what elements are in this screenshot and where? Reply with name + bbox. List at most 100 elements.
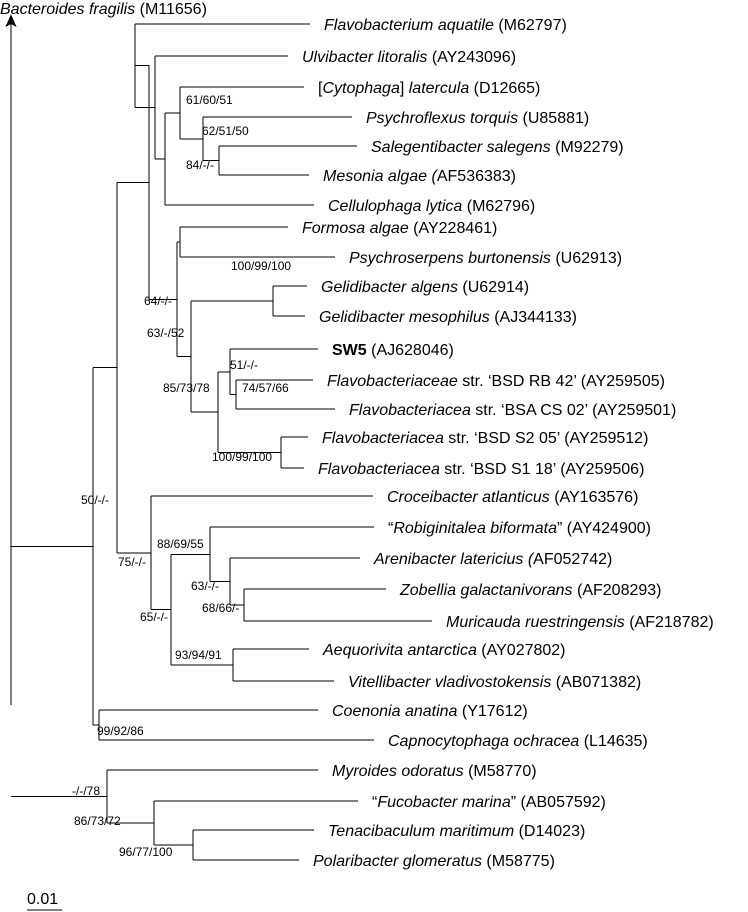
taxon-label-t25: Capnocytophaga ochracea (L14635) — [388, 733, 648, 750]
taxon-label-t15: Flavobacteriacea str. ‘BSD S2 05’ (AY259… — [322, 430, 648, 447]
taxon-label-t16: Flavobacteriacea str. ‘BSD S1 18’ (AY259… — [318, 461, 644, 478]
taxon-label-part: ” (AY424900) — [557, 520, 651, 537]
bootstrap-value-b20: 86/73/72 — [74, 814, 121, 828]
bootstrap-value-b11: 50/-/- — [81, 493, 109, 507]
bootstrap-value-b17: 93/94/91 — [175, 648, 222, 662]
taxon-label-part: (Y17612) — [457, 703, 527, 720]
bootstrap-value-b9: 85/73/78 — [163, 381, 210, 395]
taxon-label-t2: Ulvibacter litoralis (AY243096) — [302, 49, 516, 66]
bootstrap-value-b5: 64/-/- — [144, 294, 172, 308]
taxon-label-t21: Muricauda ruestringensis (AF218782) — [446, 614, 714, 631]
root-taxon-label: Bacteroides fragilis (M11656) — [0, 1, 207, 18]
bootstrap-value-b4: 100/99/100 — [231, 259, 291, 273]
taxon-label-part: Croceibacter atlanticus — [387, 489, 550, 506]
bootstrap-value-b15: 68/66/- — [202, 601, 239, 615]
taxon-label-part: str. ‘BSD S1 18’ (AY259506) — [440, 461, 645, 478]
taxon-label-part: (AF218782) — [625, 614, 714, 631]
bootstrap-value-b2: 62/51/50 — [202, 124, 249, 138]
root-taxon-accession: (M11656) — [135, 1, 207, 18]
taxon-label-t29: Polaribacter glomeratus (M58775) — [313, 853, 555, 870]
taxon-label-part: (M92279) — [551, 139, 624, 156]
taxon-label-part: [ — [318, 80, 323, 97]
taxon-label-t18: “Robiginitalea biformata” (AY424900) — [388, 520, 651, 537]
taxon-label-part: Formosa algae — [302, 220, 409, 237]
taxon-label-part: Muricauda ruestringensis — [446, 614, 625, 631]
tree-branches — [11, 23, 432, 861]
taxon-label-part: Flavobacteriacea — [318, 461, 440, 478]
taxon-label-part: str. ‘BSA CS 02’ (AY259501) — [471, 402, 676, 419]
taxon-label-part: (M58770) — [464, 763, 537, 780]
taxon-label-part: Flavobacteriaceae — [327, 373, 458, 390]
taxon-label-part: (AY163576) — [550, 489, 639, 506]
bootstrap-labels: 61/60/51 62/51/50 84/-/- 100/99/100 64/-/- 63… — [72, 93, 291, 859]
taxon-label-part: AF536383) — [437, 168, 516, 185]
taxon-label-part: Cytophaga — [322, 80, 399, 97]
taxon-label-part: (AJ628046) — [367, 342, 454, 359]
taxon-label-part: Flavobacteriacea — [349, 402, 471, 419]
taxon-label-t1: Flavobacterium aquatile (M62797) — [324, 17, 567, 34]
taxon-label-part: (AB071382) — [551, 674, 641, 691]
bootstrap-value-b18: 99/92/86 — [97, 724, 144, 738]
taxon-label-t8: Formosa algae (AY228461) — [302, 220, 497, 237]
taxon-label-part: (AJ344133) — [490, 309, 577, 326]
taxon-label-t5: Salegentibacter salegens (M92279) — [371, 139, 624, 156]
taxon-label-t23: Vitellibacter vladivostokensis (AB071382… — [348, 674, 641, 691]
taxon-label-part: ] — [400, 80, 409, 97]
taxon-label-part: (D14023) — [514, 823, 585, 840]
taxon-label-t19: Arenibacter latericius (AF052742) — [373, 551, 612, 568]
taxon-label-t20: Zobellia galactanivorans (AF208293) — [399, 582, 661, 599]
taxon-label-part: (D12665) — [469, 80, 540, 97]
taxon-label-t12: SW5 (AJ628046) — [332, 342, 454, 359]
taxon-label-t14: Flavobacteriacea str. ‘BSA CS 02’ (AY259… — [349, 402, 676, 419]
taxon-label-part: Salegentibacter salegens — [371, 139, 551, 156]
scale-bar-label: 0.01 — [27, 891, 58, 908]
taxon-label-part: Fucobacter marina — [377, 794, 510, 811]
taxon-label-t6: Mesonia algae (AF536383) — [323, 168, 516, 185]
bootstrap-value-b19: -/-/78 — [72, 784, 100, 798]
taxon-label-part: Flavobacterium aquatile — [324, 17, 494, 34]
taxon-label-t3: [Cytophaga] latercula (D12665) — [318, 80, 540, 97]
bootstrap-value-b3: 84/-/- — [186, 158, 214, 172]
taxon-label-part: (L14635) — [579, 733, 648, 750]
taxon-label-part: Psychroserpens burtonensis — [349, 250, 551, 267]
taxon-label-t22: Aequorivita antarctica (AY027802) — [322, 642, 566, 659]
taxon-label-part: Coenonia anatina — [332, 703, 458, 720]
taxon-label-part: (U85881) — [518, 110, 589, 127]
taxon-label-t28: Tenacibaculum maritimum (D14023) — [328, 823, 585, 840]
taxon-label-part: ” (AB057592) — [511, 794, 606, 811]
root-taxon-name: Bacteroides fragilis — [0, 1, 135, 18]
scale-bar: 0.01 — [27, 891, 62, 911]
taxon-label-part: Vitellibacter vladivostokensis — [348, 674, 551, 691]
bootstrap-value-b13: 75/-/- — [118, 555, 146, 569]
taxon-label-part: “ — [372, 794, 377, 811]
taxon-label-part: (M58775) — [482, 853, 555, 870]
taxon-label-t13: Flavobacteriaceae str. ‘BSD RB 42’ (AY25… — [327, 373, 665, 390]
taxon-label-part: (U62913) — [551, 250, 622, 267]
taxon-label-t24: Coenonia anatina (Y17612) — [332, 703, 528, 720]
bootstrap-value-b10: 100/99/100 — [212, 450, 272, 464]
taxon-label-t9: Psychroserpens burtonensis (U62913) — [349, 250, 622, 267]
bootstrap-value-b6: 63/-/52 — [147, 326, 185, 340]
taxon-label-part: (AY228461) — [409, 220, 498, 237]
bootstrap-value-b7: 51/-/- — [230, 358, 258, 372]
taxon-label-t11: Gelidibacter mesophilus (AJ344133) — [319, 309, 577, 326]
taxon-label-part: Zobellia galactanivorans — [399, 582, 573, 599]
taxon-label-part: str. ‘BSD S2 05’ (AY259512) — [444, 430, 649, 447]
taxon-label-t10: Gelidibacter algens (U62914) — [321, 279, 529, 296]
taxon-label-part: Psychroflexus torquis — [366, 110, 518, 127]
bootstrap-value-b8: 74/57/66 — [242, 381, 289, 395]
taxon-label-part: AF052742) — [533, 551, 612, 568]
bootstrap-value-b14: 63/-/- — [191, 579, 219, 593]
taxon-label-part: Gelidibacter algens — [321, 279, 458, 296]
taxon-label-part: str. ‘BSD RB 42’ (AY259505) — [458, 373, 665, 390]
bootstrap-value-b1: 61/60/51 — [186, 93, 233, 107]
taxon-label-part: SW5 — [332, 342, 367, 359]
taxon-label-part: Mesonia algae ( — [323, 168, 439, 185]
bootstrap-value-b16: 65/-/- — [140, 610, 168, 624]
taxon-label-part: Flavobacteriacea — [322, 430, 444, 447]
bootstrap-value-b21: 96/77/100 — [119, 845, 173, 859]
taxon-label-t4: Psychroflexus torquis (U85881) — [366, 110, 589, 127]
taxon-label-part: (M62796) — [462, 198, 535, 215]
taxon-label-part: (AY027802) — [477, 642, 566, 659]
